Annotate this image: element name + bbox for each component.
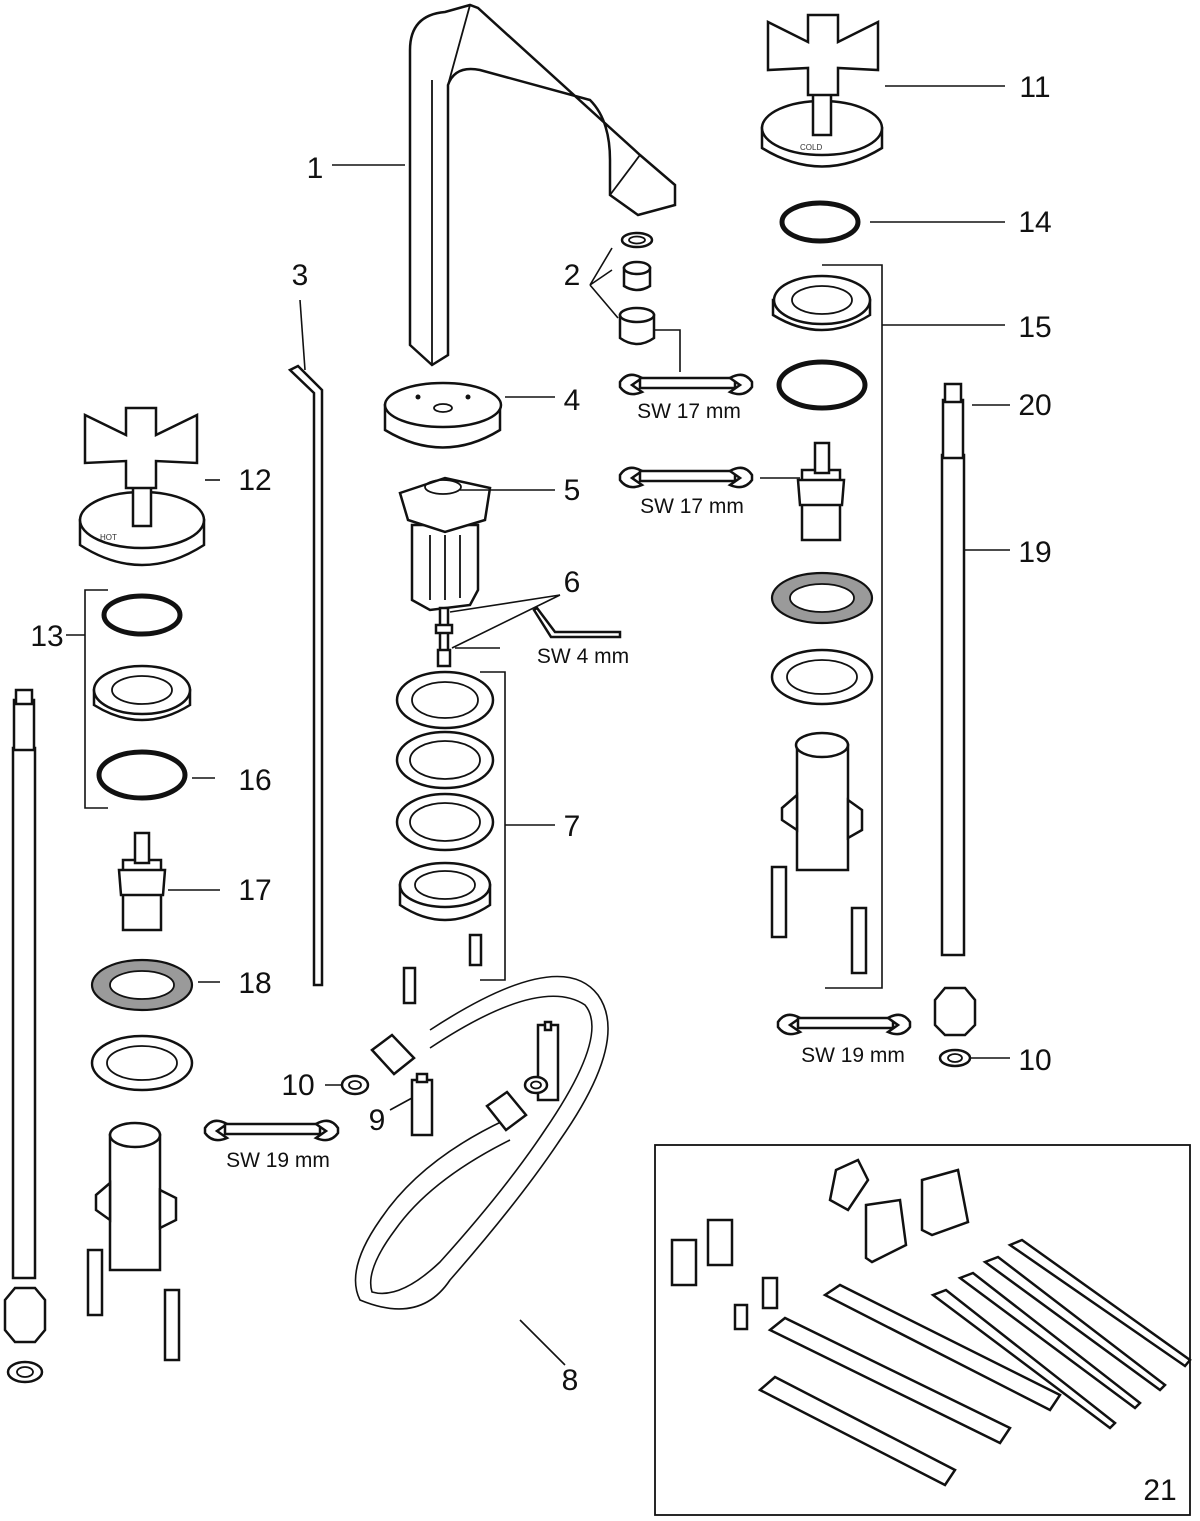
wrench-label-aerator: SW 17 mm (637, 400, 741, 423)
callout-labels: 1 2 3 4 5 6 7 8 9 10 10 11 12 13 14 15 1… (30, 71, 1176, 1507)
aerator-part-2 (618, 231, 656, 346)
callout-10-left: 10 (281, 1069, 314, 1102)
wrench-label-cartridge: SW 17 mm (640, 495, 744, 518)
callout-21: 21 (1143, 1474, 1176, 1507)
callout-1: 1 (307, 152, 324, 185)
hot-marking: HOT (100, 533, 117, 542)
cold-marking: COLD (800, 143, 822, 152)
callout-17: 17 (238, 874, 271, 907)
washer-part-10-left (340, 1074, 370, 1096)
callout-11: 11 (1019, 71, 1050, 104)
washer-part-10-right (938, 1048, 972, 1068)
wrench-icon (776, 1013, 912, 1036)
hex-key-4mm-icon (532, 606, 622, 639)
callout-4: 4 (564, 384, 581, 417)
callout-14: 14 (1018, 206, 1051, 239)
callout-7: 7 (564, 810, 581, 843)
hot-handle-part-12 (78, 406, 206, 567)
hose-assembly-part-8 (354, 975, 609, 1310)
callout-16: 16 (238, 764, 271, 797)
supply-hose-part-19 (933, 382, 977, 1037)
o-ring-part-14 (779, 200, 861, 244)
hex-key-label: SW 4 mm (537, 645, 629, 668)
washer-part-10-center (523, 1075, 549, 1095)
callout-19: 19 (1018, 536, 1051, 569)
callout-10-right: 10 (1018, 1044, 1051, 1077)
spout-body-part-5 (398, 476, 492, 612)
valve-body-left (86, 1121, 181, 1362)
wrench-label-valve-right: SW 19 mm (801, 1044, 905, 1067)
callout-2: 2 (564, 259, 581, 292)
callout-8: 8 (562, 1364, 579, 1397)
wrench-label-valve-left: SW 19 mm (226, 1149, 330, 1172)
leader-lines (66, 85, 1010, 1366)
callout-18: 18 (238, 967, 271, 1000)
wrench-icon (618, 466, 754, 489)
accessory-kit-part-21 (654, 1144, 1192, 1516)
callout-20: 20 (1018, 389, 1051, 422)
base-plate-part-4 (383, 381, 503, 449)
supply-hose-left (3, 688, 47, 1384)
callout-3: 3 (292, 259, 309, 292)
valve-set-part-13 (92, 593, 192, 722)
wrench-icon (203, 1119, 340, 1142)
handle-markings: COLD HOT (100, 143, 822, 542)
callout-6: 6 (564, 566, 581, 599)
gasket-set-part-7 (395, 670, 495, 1005)
tool-labels: SW 17 mm SW 17 mm SW 4 mm SW 19 mm SW 19… (226, 400, 905, 1172)
callout-5: 5 (564, 474, 581, 507)
studs-part-6 (434, 606, 454, 668)
lift-rod-part-3 (287, 364, 324, 987)
cartridge-part-17 (117, 831, 167, 932)
callout-9: 9 (369, 1104, 386, 1137)
valve-set-part-15 (770, 274, 874, 975)
o-ring-part-16 (96, 749, 188, 801)
callout-13: 13 (30, 620, 63, 653)
wrench-icon (618, 373, 754, 396)
washer-part-18 (90, 958, 194, 1092)
callout-12: 12 (238, 464, 271, 497)
spout-part-1 (408, 3, 677, 367)
callout-15: 15 (1018, 311, 1051, 344)
adapter-part-9 (410, 1072, 434, 1137)
cold-handle-part-11 (760, 13, 884, 168)
